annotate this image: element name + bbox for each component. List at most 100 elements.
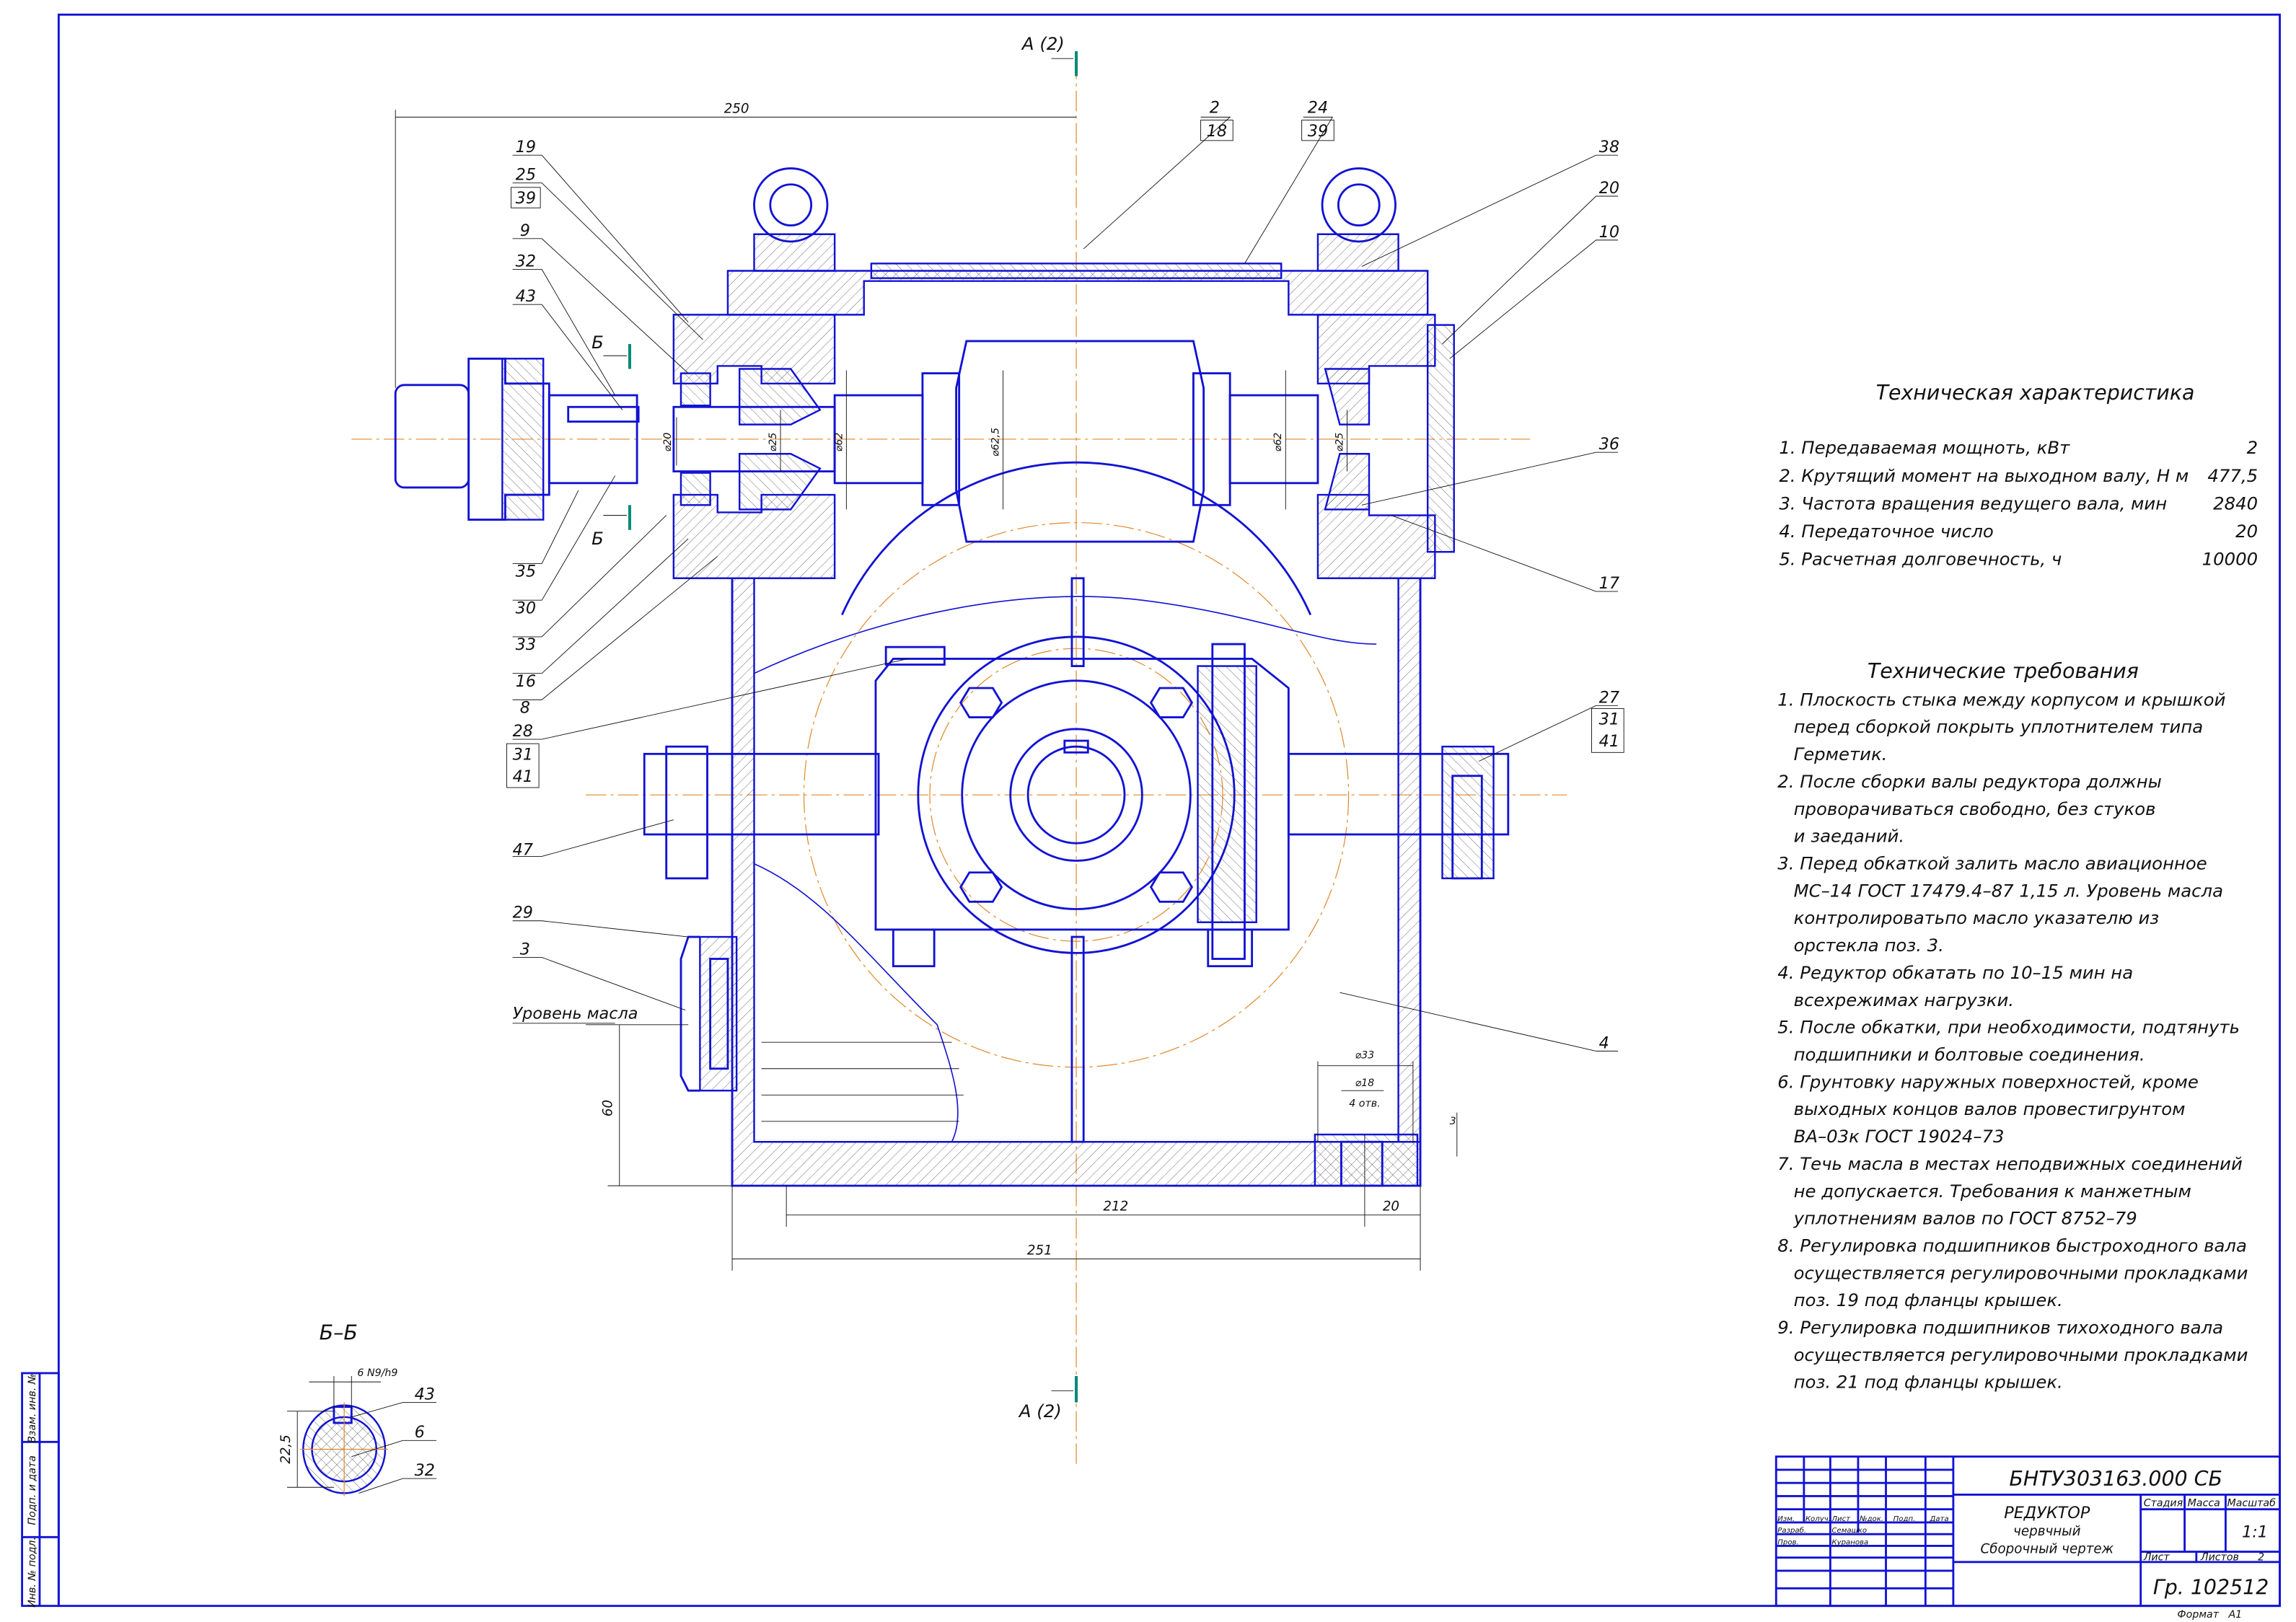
dim-bore62: ⌀62 <box>833 433 845 452</box>
flange-bolts <box>643 745 1510 880</box>
section-bb-callout-43: 43 <box>415 1385 435 1403</box>
tech-req-line: выходных концов валов провестигрунтом <box>1794 1098 2186 1119</box>
tech-char-label: 1. Передаваемая мощнoть, кВт <box>1779 437 2070 458</box>
callout-32: 32 <box>516 252 536 270</box>
tech-char-label: 4. Передаточное число <box>1779 521 1993 542</box>
callout-27: 27 <box>1599 688 1619 707</box>
tech-req-line: проворачиваться свободно, без стуков <box>1794 798 2156 819</box>
section-b-bottom: Б <box>591 528 604 549</box>
section-bb-callout-6: 6 <box>415 1423 425 1442</box>
callout-43: 43 <box>516 287 536 306</box>
tb-mass-label: Масса <box>2188 1498 2220 1509</box>
callout-29: 29 <box>513 904 533 922</box>
section-bb-dim: 22,5 <box>278 1434 294 1464</box>
tb-designation: БНТУ303163.000 СБ <box>2009 1467 2222 1491</box>
callout-35: 35 <box>516 563 536 581</box>
tech-req-line: не допускается. Требования к манжетным <box>1794 1181 2191 1202</box>
dim-d18: ⌀18 <box>1355 1077 1375 1089</box>
dim-d33: ⌀33 <box>1355 1050 1375 1062</box>
callout-31-right: 31 <box>1599 710 1619 729</box>
tech-req-line: поз. 19 под фланцы крышек. <box>1794 1290 2063 1310</box>
tech-req-line: 7. Течь масла в местах неподвижных соеди… <box>1777 1153 2242 1174</box>
tech-req-line: поз. 21 под фланцы крышек. <box>1794 1372 2063 1393</box>
callout-10: 10 <box>1599 223 1619 242</box>
worm-wheel <box>840 461 1312 968</box>
callout-39: 39 <box>516 189 536 208</box>
tech-char-value: 20 <box>2235 521 2258 542</box>
dim-212: 212 <box>1103 1199 1128 1215</box>
tech-req-line: 2. После сборки валы редуктора должны <box>1777 771 2162 792</box>
section-b-top: Б <box>591 332 604 353</box>
tech-req-line: контролироватьпо масло указателю из <box>1794 907 2160 928</box>
callout-39-top: 39 <box>1308 122 1328 141</box>
tb-group: Гр. 102512 <box>2153 1575 2269 1599</box>
dimension-lines <box>395 110 1458 1271</box>
dim-251: 251 <box>1027 1243 1052 1259</box>
tb-col-list: Лист <box>1831 1515 1851 1523</box>
tech-req-line: и заеданий. <box>1794 826 1904 847</box>
callout-17: 17 <box>1599 574 1619 593</box>
callout-28: 28 <box>513 722 533 741</box>
key-fit-label: 6 N9/h9 <box>357 1367 397 1379</box>
tech-req-line: перед сборкой покрыть уплотнителем типа <box>1794 716 2204 737</box>
tech-char-label: 2. Крутящий момент на выходном валу, Н м <box>1779 465 2189 486</box>
callout-9: 9 <box>520 221 530 240</box>
tb-format-label: Формат <box>2177 1609 2219 1621</box>
tech-req-line: ВА–03к ГОСТ 19024–73 <box>1794 1126 2005 1147</box>
callout-25: 25 <box>516 166 536 185</box>
dim-60: 60 <box>601 1100 616 1116</box>
tb-col-doc: №док. <box>1859 1515 1883 1523</box>
oil-level-gauge <box>679 935 738 1092</box>
part-callouts: 19 25 39 9 32 43 35 30 33 16 8 28 31 41 … <box>506 98 1624 1052</box>
callout-19: 19 <box>516 138 536 157</box>
side-stamp: Взам. инв. № Подп. и дата Инв. № подл. <box>21 1372 60 1608</box>
tech-char-label: 5. Расчетная долговечность, ч <box>1779 548 2062 569</box>
tech-req-line: МС–14 ГОСТ 17479.4–87 1,15 л. Уровень ма… <box>1794 880 2223 901</box>
worm-shaft <box>394 340 1371 543</box>
callout-47: 47 <box>513 840 533 859</box>
dim-250: 250 <box>724 101 749 116</box>
tb-role-dev: Разраб. <box>1777 1526 1806 1535</box>
tech-char-title: Техническая характеристика <box>1876 381 2195 405</box>
section-bb: Б–Б 6 N9/h9 22,5 43 6 32 <box>278 1321 437 1497</box>
tb-dev-name: Семашко <box>1831 1527 1867 1535</box>
section-markers <box>603 51 1078 1403</box>
callout-8: 8 <box>520 699 530 718</box>
tech-req-line: всехрежимах нагрузки. <box>1794 989 2014 1010</box>
tech-characteristics: Техническая характеристика 1. Передаваем… <box>1779 381 2258 569</box>
tech-char-label: 3. Частота вращения ведущего вала, мин <box>1779 493 2167 514</box>
callout-2: 2 <box>1210 98 1220 117</box>
tb-col-date: Дата <box>1929 1515 1948 1523</box>
tb-stage-label: Стадия <box>2144 1498 2183 1509</box>
stamp-sign-date: Подп. и дата <box>27 1455 38 1525</box>
callout-24: 24 <box>1308 98 1328 117</box>
tb-role-check: Пров. <box>1777 1538 1798 1546</box>
tb-col-kol: Колуч. <box>1805 1515 1831 1523</box>
callout-36: 36 <box>1599 435 1619 454</box>
callout-41-right: 41 <box>1599 732 1619 751</box>
tb-col-podp: Подп. <box>1893 1515 1916 1523</box>
dim-shaft20: ⌀20 <box>662 433 674 452</box>
tb-scale-label: Масштаб <box>2227 1498 2276 1509</box>
tech-req-line: 1. Плоскость стыка между корпусом и крыш… <box>1777 689 2225 710</box>
tech-req-line: орстекла поз. 3. <box>1794 935 1944 956</box>
callout-33: 33 <box>516 635 536 654</box>
stamp-inv-replace: Взам. инв. № <box>27 1373 38 1442</box>
tb-name-3: Сборочный чертеж <box>1980 1542 2114 1557</box>
oil-bath <box>761 1041 964 1122</box>
callout-4: 4 <box>1599 1033 1609 1052</box>
tb-name-1: РЕДУКТОР <box>2004 1504 2090 1522</box>
callout-3: 3 <box>520 940 530 958</box>
tb-sheets-value: 2 <box>2258 1552 2264 1564</box>
tech-requirements: Технические требования 1. Плоскость стык… <box>1777 659 2248 1393</box>
dim-shaft25-right: ⌀25 <box>1334 433 1345 452</box>
callout-31: 31 <box>513 745 533 764</box>
tb-check-name: Куранова <box>1831 1538 1868 1546</box>
callout-18: 18 <box>1207 122 1227 141</box>
tech-req-line: 4. Редуктор обкатать по 10–15 мин на <box>1777 962 2133 983</box>
tech-req-line: 8. Регулировка подшипников быстроходного… <box>1777 1235 2247 1256</box>
tb-format-value: А1 <box>2227 1609 2242 1621</box>
title-block: БНТУ303163.000 СБ РЕДУКТОР червчный Сбор… <box>1774 1455 2281 1621</box>
callout-30: 30 <box>516 599 536 617</box>
tech-req-line: 5. После обкатки, при необходимости, под… <box>1777 1017 2240 1038</box>
